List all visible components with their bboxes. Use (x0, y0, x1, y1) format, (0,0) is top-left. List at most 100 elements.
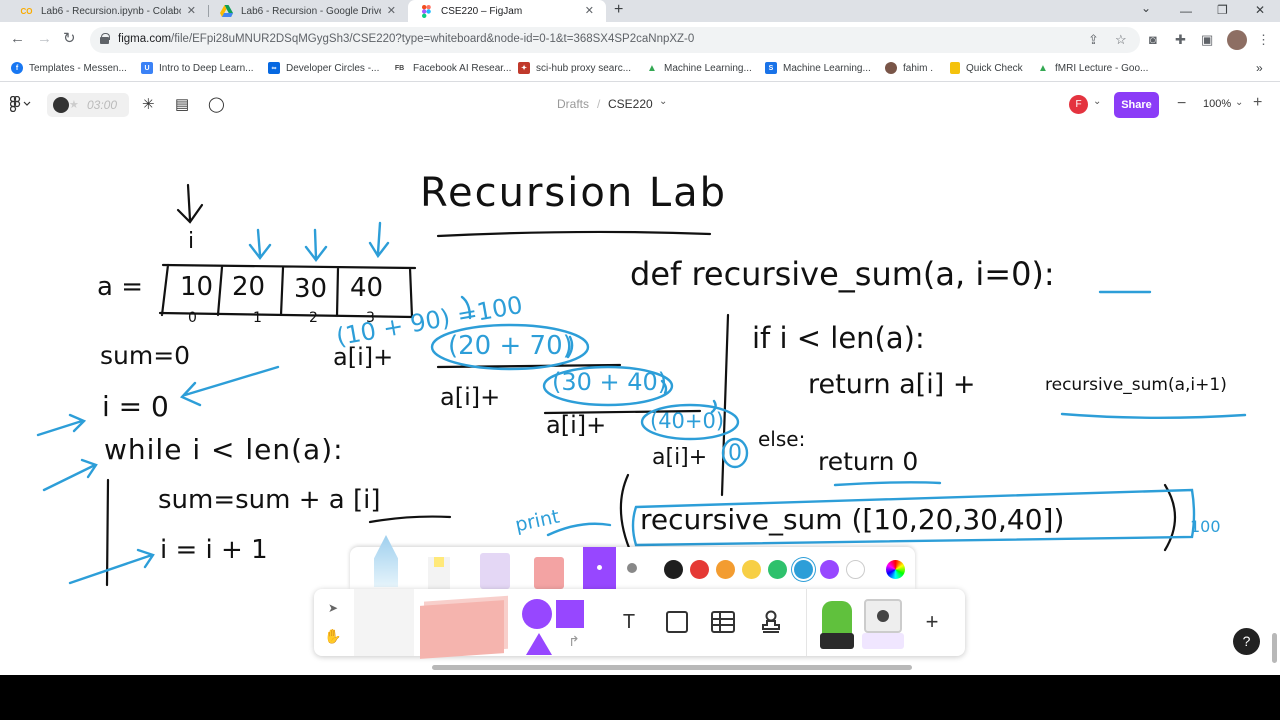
chevron-down-icon[interactable]: ⌄ (1093, 96, 1102, 107)
color-green[interactable] (768, 560, 787, 579)
highlighter-tool[interactable] (480, 553, 510, 589)
array-index: 3 (366, 310, 375, 326)
file-name[interactable]: CSE220 (608, 97, 653, 111)
reload-icon[interactable]: ↻ (63, 30, 76, 47)
bookmark-star-icon[interactable]: ☆ (1115, 32, 1127, 47)
cursor-icon[interactable]: ➤ (327, 601, 339, 615)
tab-figjam[interactable]: CSE220 – FigJam ✕ (408, 0, 606, 22)
avatar[interactable] (1227, 30, 1247, 50)
widget-card-icon[interactable] (820, 633, 854, 649)
google-drive-icon: ▲ (1038, 62, 1048, 74)
close-icon[interactable]: ✕ (584, 5, 594, 17)
color-purple[interactable] (820, 560, 839, 579)
plus-icon[interactable]: + (925, 609, 939, 634)
trace-oval (721, 437, 749, 469)
section-tool-icon[interactable] (662, 607, 692, 637)
share-page-icon[interactable]: ⇪ (1088, 32, 1099, 47)
text-tool-icon[interactable]: T (622, 610, 636, 633)
bookmark-item[interactable]: ▲Machine Learning... (647, 62, 752, 74)
table-tool-icon[interactable] (708, 607, 738, 637)
chevron-down-icon[interactable]: ⌄ (1235, 97, 1244, 108)
zoom-out-icon[interactable]: − (1177, 95, 1187, 112)
pointer-arrow (36, 413, 87, 437)
color-black[interactable] (664, 560, 683, 579)
horizontal-scrollbar[interactable] (432, 665, 912, 670)
shape-circle-icon[interactable] (522, 599, 552, 629)
pen-tray[interactable] (354, 589, 414, 656)
eraser-tool[interactable] (534, 557, 564, 589)
color-yellow[interactable] (742, 560, 761, 579)
kebab-menu-icon[interactable]: ⋮ (1257, 32, 1270, 47)
google-drive-icon (220, 5, 233, 18)
tab-strip: CO Lab6 - Recursion.ipynb - Colabo ✕ Lab… (0, 0, 1280, 22)
color-blue-selected[interactable] (794, 560, 813, 579)
breadcrumb-drafts[interactable]: Drafts (557, 97, 590, 111)
minimize-icon[interactable]: — (1180, 4, 1192, 18)
marker-tool[interactable] (428, 557, 450, 589)
figjam-header: ★ 03:00 ✳ ▤ ◯ Drafts / CSE220 ⌄ F ⌄ Shar… (0, 85, 1280, 125)
ai-sparkle-icon[interactable]: ✳ (142, 96, 155, 113)
close-icon[interactable]: ✕ (386, 5, 396, 17)
layout-icon[interactable]: ▤ (175, 96, 190, 113)
share-button[interactable]: Share (1114, 92, 1159, 118)
stroke-thick-button[interactable] (627, 563, 637, 573)
bookmark-item[interactable]: Quick Check (950, 62, 1023, 74)
camera-icon[interactable]: ◙ (1149, 32, 1157, 47)
recursive-call: recursive_sum(a,i+1) (1045, 375, 1227, 395)
help-button[interactable]: ? (1233, 628, 1260, 655)
zoom-in-icon[interactable]: + (1253, 94, 1263, 111)
bookmark-item[interactable]: ▲fMRI Lecture - Goo... (1038, 62, 1149, 74)
array-cell: 30 (294, 274, 328, 304)
color-orange[interactable] (716, 560, 735, 579)
maximize-icon[interactable]: ❐ (1217, 3, 1228, 17)
shape-triangle-icon[interactable] (526, 633, 552, 655)
forward-arrow-icon[interactable]: → (37, 30, 52, 47)
sidebar-icon[interactable]: ▣ (1201, 32, 1214, 47)
call-underline (1060, 412, 1247, 419)
close-window-icon[interactable]: ✕ (1255, 3, 1266, 17)
figma-menu-icon[interactable] (9, 95, 32, 116)
avatar[interactable]: F (1069, 95, 1088, 114)
color-wheel-icon[interactable] (886, 560, 905, 579)
shape-square-icon[interactable] (556, 600, 584, 628)
new-tab-icon[interactable]: + (614, 1, 624, 18)
more-bookmarks-icon[interactable]: » (1256, 61, 1263, 75)
sticky-note-tool[interactable] (420, 600, 504, 659)
comment-icon[interactable]: ◯ (208, 96, 225, 113)
color-red[interactable] (690, 560, 709, 579)
color-white[interactable] (846, 560, 865, 579)
pointer-arrow (42, 458, 98, 492)
bookmark-item[interactable]: ✦sci-hub proxy searc... (518, 62, 631, 74)
address-bar[interactable]: figma.com/file/EFpi28uMNUR2DSqMGygSh3/CS… (90, 27, 1140, 53)
widget-monster-icon[interactable] (822, 601, 852, 637)
connector-icon[interactable]: ↱ (568, 632, 580, 649)
chevron-down-icon[interactable]: ⌄ (659, 96, 668, 107)
timer-widget[interactable]: ★ 03:00 (47, 93, 129, 117)
else-line: else: (758, 427, 806, 451)
stroke-thin-button[interactable] (583, 547, 616, 589)
tab-drive[interactable]: Lab6 - Recursion - Google Drive ✕ (208, 0, 408, 22)
chevron-down-icon[interactable]: ⌄ (1141, 1, 1152, 15)
meta-icon: ∞ (268, 62, 280, 74)
tab-divider (208, 5, 209, 17)
tab-colab[interactable]: CO Lab6 - Recursion.ipynb - Colabo ✕ (8, 0, 208, 22)
trace-prefix: a[i]+ (652, 445, 708, 470)
bookmark-item[interactable]: ∞Developer Circles -... (268, 62, 379, 74)
hand-icon[interactable]: ✋ (324, 627, 342, 644)
back-arrow-icon[interactable]: ← (10, 30, 25, 47)
vertical-scrollbar[interactable] (1272, 633, 1277, 663)
zoom-level[interactable]: 100% (1203, 98, 1232, 110)
camera-widget-icon[interactable] (864, 599, 902, 633)
trace-expr: 0 (728, 441, 742, 466)
url-text[interactable]: figma.com/file/EFpi28uMNUR2DSqMGygSh3/CS… (118, 33, 695, 45)
extensions-puzzle-icon[interactable]: ✚ (1175, 32, 1186, 47)
close-icon[interactable]: ✕ (186, 5, 196, 17)
stamp-tool-icon[interactable] (756, 607, 786, 637)
bookmark-item[interactable]: fahim . (885, 62, 933, 74)
pointer-arrow (304, 228, 328, 262)
widget-chips-icon[interactable] (862, 633, 904, 649)
